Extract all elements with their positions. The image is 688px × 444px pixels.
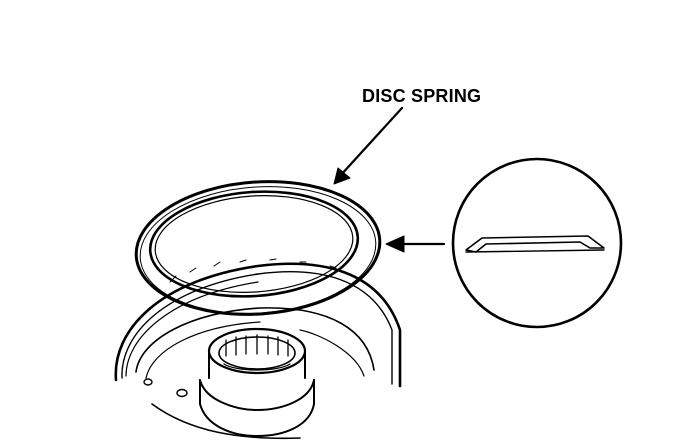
detail-view-circle bbox=[451, 157, 623, 329]
clutch-drum bbox=[114, 258, 402, 440]
disc-spring-label: DISC SPRING bbox=[362, 86, 482, 106]
detail-pointer-arrow bbox=[385, 235, 446, 253]
disc-spring bbox=[134, 180, 382, 316]
splined-hub bbox=[199, 327, 315, 437]
callout-arrow bbox=[333, 106, 404, 185]
